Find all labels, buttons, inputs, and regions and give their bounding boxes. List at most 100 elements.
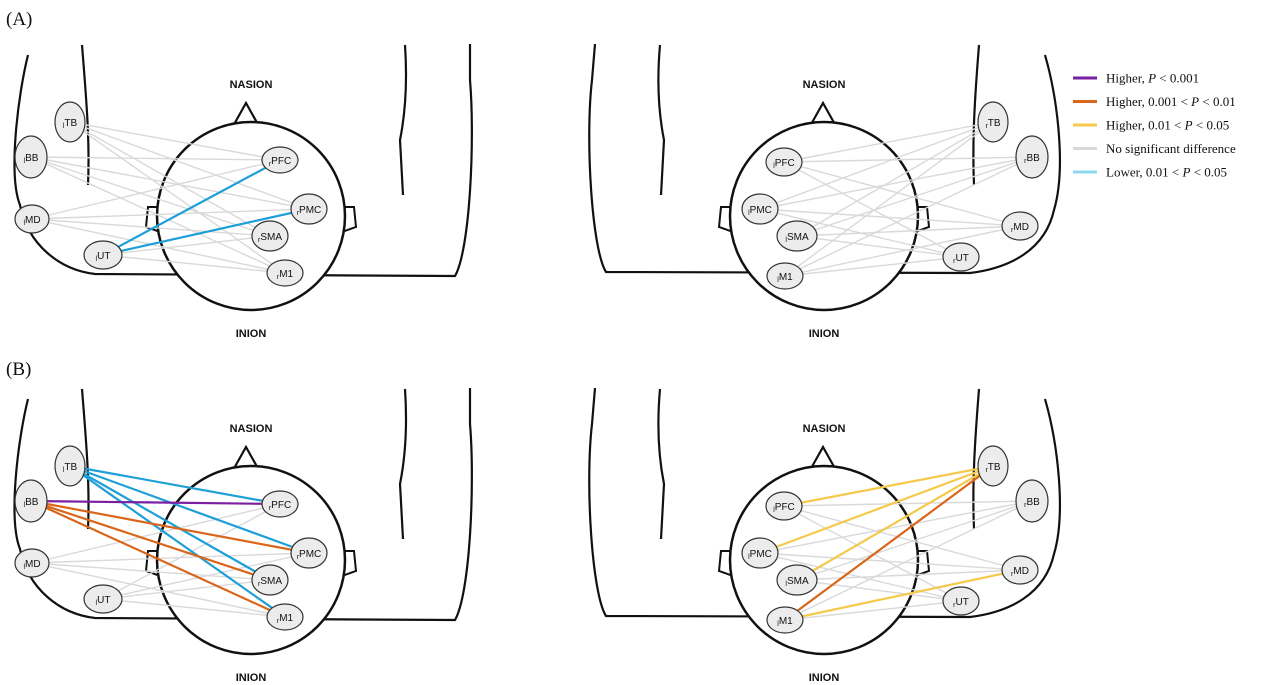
node-name: PFC (271, 500, 291, 511)
legend-label: Higher, 0.01 < P < 0.05 (1106, 118, 1229, 133)
node-rTB: rTB (978, 102, 1008, 142)
node-name: M1 (279, 269, 293, 280)
inion-label: INION (236, 328, 267, 340)
node-label: lBB (24, 497, 39, 509)
node-label: lM1 (777, 616, 793, 628)
legend-label: No significant difference (1106, 141, 1236, 156)
node-label: rM1 (277, 269, 294, 281)
legend-label: Higher, 0.001 < P < 0.01 (1106, 94, 1236, 109)
node-name: BB (1027, 153, 1041, 164)
node-name: PFC (775, 158, 795, 169)
node-label: lPFC (773, 502, 795, 514)
legend-item-lower_p05: Lower, 0.01 < P < 0.05 (1073, 165, 1227, 180)
left-torso-line (400, 389, 406, 539)
node-name: M1 (779, 616, 793, 627)
node-rM1: rM1 (267, 260, 303, 286)
legend-item-higher_p001: Higher, P < 0.001 (1073, 71, 1199, 86)
diagram-B-left: NASIONINIONlTBlBBlMDlUTrPFCrPMCrSMArM1 (15, 388, 472, 684)
node-name: UT (97, 595, 110, 606)
node-label: lUT (96, 595, 111, 607)
node-lUT: lUT (84, 585, 122, 613)
nasion-label: NASION (803, 423, 846, 435)
node-label: lBB (24, 153, 39, 165)
node-lBB: lBB (15, 480, 47, 522)
node-lPMC: lPMC (742, 194, 778, 224)
node-lSMA: lSMA (777, 221, 817, 251)
node-rPFC: rPFC (262, 491, 298, 517)
node-name: M1 (779, 272, 793, 283)
inion-label: INION (236, 672, 267, 684)
node-rBB: rBB (1016, 136, 1048, 178)
legend-label: Higher, P < 0.001 (1106, 71, 1199, 86)
node-rPMC: rPMC (291, 194, 327, 224)
node-name: M1 (279, 613, 293, 624)
node-label: rBB (1024, 153, 1040, 165)
node-label: lSMA (785, 232, 809, 244)
node-lPFC: lPFC (766, 148, 802, 176)
legend: Higher, P < 0.001Higher, 0.001 < P < 0.0… (1073, 71, 1236, 180)
node-rPFC: rPFC (262, 147, 298, 173)
node-lM1: lM1 (767, 263, 803, 289)
node-label: rPFC (269, 500, 291, 512)
node-name: PFC (775, 502, 795, 513)
inion-label: INION (809, 672, 840, 684)
node-label: lPMC (748, 549, 772, 561)
panel-label-b: (B) (6, 359, 31, 380)
node-rBB: rBB (1016, 480, 1048, 522)
node-label: rPFC (269, 156, 291, 168)
node-name: SMA (787, 576, 809, 587)
node-lPFC: lPFC (766, 492, 802, 520)
right-arm-outline (973, 389, 979, 529)
inion-label: INION (809, 328, 840, 340)
node-name: BB (1027, 497, 1041, 508)
node-label: rUT (953, 253, 969, 265)
node-label: lMD (23, 559, 40, 571)
node-label: rMD (1011, 566, 1029, 578)
node-name: SMA (787, 232, 809, 243)
node-label: rPMC (297, 205, 322, 217)
node-lM1: lM1 (767, 607, 803, 633)
node-label: lMD (23, 215, 40, 227)
node-label: lTB (63, 118, 78, 130)
node-name: PMC (750, 549, 772, 560)
node-name: UT (956, 253, 969, 264)
left-torso-line (400, 45, 406, 195)
node-name: MD (1013, 566, 1029, 577)
node-label: lSMA (785, 576, 809, 588)
node-lUT: lUT (84, 241, 122, 269)
node-lTB: lTB (55, 102, 85, 142)
node-label: lUT (96, 251, 111, 263)
node-name: TB (64, 462, 77, 473)
node-rMD: rMD (1002, 556, 1038, 584)
node-rMD: rMD (1002, 212, 1038, 240)
node-rTB: rTB (978, 446, 1008, 486)
node-name: PFC (271, 156, 291, 167)
legend-item-nosig: No significant difference (1073, 141, 1236, 156)
node-rUT: rUT (943, 587, 979, 615)
diagrams: NASIONINIONlTBlBBlMDlUTrPFCrPMCrSMArM1NA… (15, 44, 1060, 684)
node-label: rPMC (297, 549, 322, 561)
node-name: BB (25, 153, 39, 164)
node-name: MD (25, 215, 41, 226)
node-name: PMC (299, 205, 321, 216)
node-rM1: rM1 (267, 604, 303, 630)
legend-item-higher_p01: Higher, 0.001 < P < 0.01 (1073, 94, 1236, 109)
node-name: PMC (299, 549, 321, 560)
node-label: rUT (953, 597, 969, 609)
node-lSMA: lSMA (777, 565, 817, 595)
node-name: BB (25, 497, 39, 508)
node-lBB: lBB (15, 136, 47, 178)
nasion-label: NASION (803, 79, 846, 91)
right-torso-line (658, 389, 664, 539)
node-label: rM1 (277, 613, 294, 625)
node-name: TB (988, 462, 1001, 473)
node-lMD: lMD (15, 205, 49, 233)
node-name: PMC (750, 205, 772, 216)
node-rSMA: rSMA (252, 221, 288, 251)
panel-label-a: (A) (6, 9, 32, 30)
right-arm-outline (973, 45, 979, 185)
node-label: rTB (985, 462, 1000, 474)
node-name: SMA (260, 576, 282, 587)
